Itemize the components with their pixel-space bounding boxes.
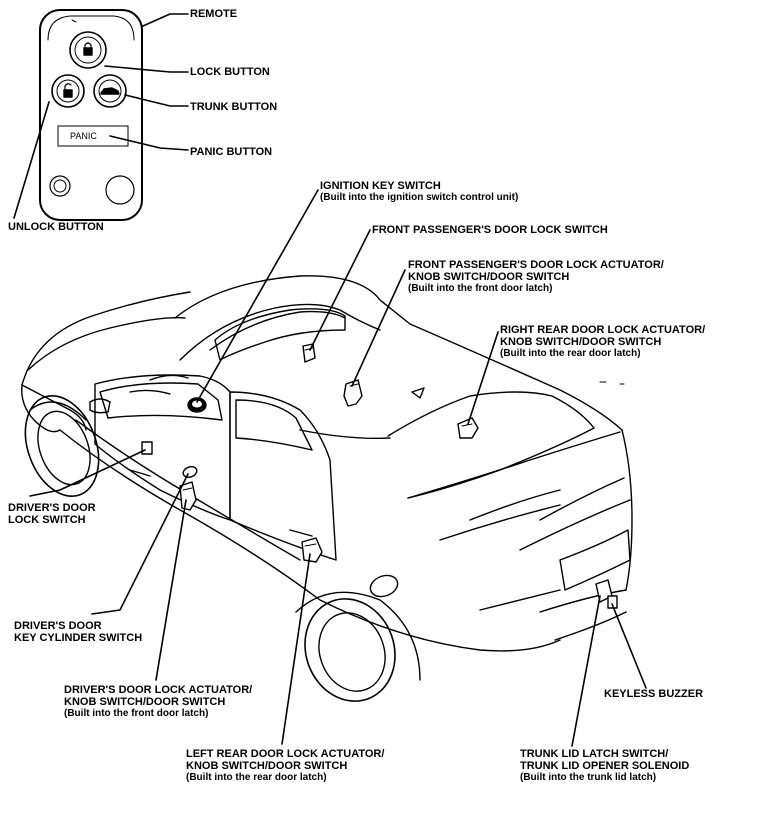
- drivers-door-lock-actuator-component: [179, 481, 197, 511]
- drivers-door-lock-actuator-label: DRIVER'S DOOR LOCK ACTUATOR/ KNOB SWITCH…: [64, 684, 252, 720]
- unlock-button-graphic: [51, 74, 85, 108]
- ignition-key-switch-title: IGNITION KEY SWITCH: [320, 180, 441, 192]
- front-passenger-actuator-line2: KNOB SWITCH/DOOR SWITCH: [408, 271, 570, 283]
- ignition-key-switch-component: [187, 397, 207, 413]
- remote-fob: [39, 9, 143, 221]
- remote-label: REMOTE: [190, 8, 238, 20]
- key-cylinder-line1: DRIVER'S DOOR: [14, 620, 102, 632]
- front-passenger-door-lock-actuator-label: FRONT PASSENGER'S DOOR LOCK ACTUATOR/ KN…: [408, 259, 664, 295]
- drivers-door-lock-switch-component: [141, 441, 153, 455]
- right-rear-actuator-line1: RIGHT REAR DOOR LOCK ACTUATOR/: [500, 324, 706, 336]
- unlock-button-label: UNLOCK BUTTON: [8, 221, 104, 233]
- front-passenger-actuator-note: (Built into the front door latch): [408, 283, 553, 294]
- left-rear-door-lock-actuator-component: [301, 537, 323, 563]
- drivers-actuator-note: (Built into the front door latch): [64, 708, 209, 719]
- keyless-buzzer-component: [607, 595, 618, 609]
- front-passenger-door-lock-actuator-component: [343, 379, 363, 407]
- left-rear-actuator-line1: LEFT REAR DOOR LOCK ACTUATOR/: [186, 748, 385, 760]
- drivers-door-key-cylinder-switch-component: [182, 466, 198, 478]
- keyless-buzzer-label: KEYLESS BUZZER: [604, 688, 704, 700]
- left-rear-actuator-line2: KNOB SWITCH/DOOR SWITCH: [186, 760, 348, 772]
- ignition-key-switch-note: (Built into the ignition switch control …: [320, 192, 519, 203]
- front-passenger-door-lock-switch-component: [302, 343, 316, 363]
- panic-button-text: PANIC: [70, 131, 97, 141]
- panic-button-label: PANIC BUTTON: [190, 146, 273, 158]
- right-rear-actuator-line2: KNOB SWITCH/DOOR SWITCH: [500, 336, 662, 348]
- drivers-actuator-line1: DRIVER'S DOOR LOCK ACTUATOR/: [64, 684, 253, 696]
- lock-button-graphic: [69, 31, 107, 69]
- remote-leader-lines: [13, 13, 189, 219]
- trunk-latch-note: (Built into the trunk lid latch): [520, 772, 657, 783]
- key-cylinder-line2: KEY CYLINDER SWITCH: [14, 632, 143, 644]
- ignition-key-switch-label: IGNITION KEY SWITCH (Built into the igni…: [320, 180, 518, 204]
- trunk-button-graphic: [93, 74, 127, 108]
- drivers-lock-switch-line1: DRIVER'S DOOR: [8, 502, 96, 514]
- front-passenger-door-lock-switch-label: FRONT PASSENGER'S DOOR LOCK SWITCH: [372, 224, 608, 236]
- drivers-door-key-cylinder-switch-label: DRIVER'S DOOR KEY CYLINDER SWITCH: [14, 620, 142, 644]
- remote-bottom-holes: [49, 175, 135, 205]
- trunk-latch-line2: TRUNK LID OPENER SOLENOID: [520, 760, 690, 772]
- drivers-actuator-line2: KNOB SWITCH/DOOR SWITCH: [64, 696, 226, 708]
- drivers-lock-switch-line2: LOCK SWITCH: [8, 514, 86, 526]
- front-passenger-actuator-line1: FRONT PASSENGER'S DOOR LOCK ACTUATOR/: [408, 259, 664, 271]
- right-rear-actuator-note: (Built into the rear door latch): [500, 348, 641, 359]
- right-rear-door-lock-actuator-label: RIGHT REAR DOOR LOCK ACTUATOR/ KNOB SWIT…: [500, 324, 705, 360]
- trunk-button-label: TRUNK BUTTON: [190, 101, 278, 113]
- left-rear-door-lock-actuator-label: LEFT REAR DOOR LOCK ACTUATOR/ KNOB SWITC…: [186, 748, 384, 784]
- callout-leader-lines: [29, 189, 647, 747]
- right-rear-door-lock-actuator-component: [457, 417, 479, 439]
- trunk-latch-line1: TRUNK LID LATCH SWITCH/: [520, 748, 669, 760]
- trunk-lid-latch-switch-label: TRUNK LID LATCH SWITCH/ TRUNK LID OPENER…: [520, 748, 689, 784]
- drivers-door-lock-switch-label: DRIVER'S DOOR LOCK SWITCH: [8, 502, 96, 526]
- lock-button-label: LOCK BUTTON: [190, 66, 270, 78]
- left-rear-actuator-note: (Built into the rear door latch): [186, 772, 327, 783]
